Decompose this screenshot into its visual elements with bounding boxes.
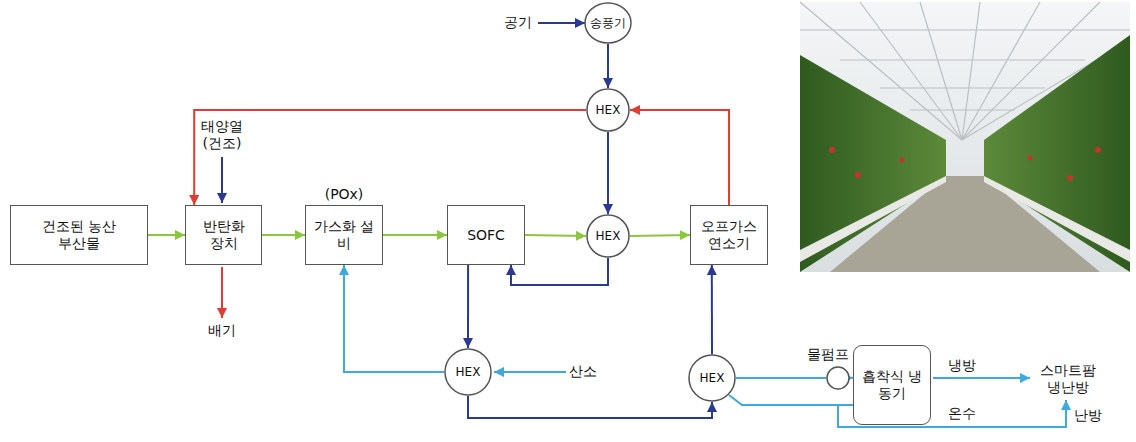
- process-circle: HEX: [688, 354, 736, 402]
- process-circle: HEX: [444, 348, 492, 396]
- photo-ground: [800, 2, 1130, 272]
- process-box: 오프가스 연소기: [690, 205, 768, 265]
- node-label: SOFC: [467, 227, 505, 244]
- node-label: HEX: [456, 365, 481, 379]
- process-box: SOFC: [447, 205, 525, 265]
- flow-label: 온수: [948, 405, 976, 422]
- peppers: [829, 147, 1101, 181]
- circle-outline: [587, 215, 629, 257]
- flow-connector: [468, 396, 712, 418]
- flow-label: 산소: [569, 363, 597, 380]
- circle-outline: [689, 355, 735, 401]
- flow-connector: [711, 265, 713, 354]
- node-label: 건조된 농산부산물: [39, 218, 119, 252]
- exhaust-arrow: [221, 267, 223, 318]
- process-circle: 물펌프: [826, 366, 850, 390]
- flow-label: 스마트팜 냉난방: [1034, 362, 1102, 396]
- input-arrow: [538, 22, 585, 24]
- flow-label: 태양열 (건조): [197, 118, 247, 152]
- flow-connector: [607, 44, 609, 88]
- flow-connector: [148, 234, 185, 236]
- node-label: 송풍기: [590, 16, 626, 30]
- node-heading: 물펌프: [807, 346, 849, 363]
- circle-outline: [585, 3, 631, 43]
- flow-connector: [194, 110, 586, 205]
- flow-connector: [383, 234, 447, 236]
- process-circle: HEX: [586, 214, 630, 258]
- flow-connector: [525, 235, 586, 236]
- flow-label: 배기: [208, 322, 236, 339]
- node-label: HEX: [596, 229, 621, 243]
- circle-outline: [587, 89, 629, 131]
- node-heading: (POx): [325, 186, 364, 203]
- input-arrow: [221, 157, 223, 203]
- process-box: 건조된 농산부산물: [10, 205, 148, 265]
- photo-frame: [800, 2, 1130, 272]
- flow-label: 냉방: [948, 357, 976, 374]
- node-label: 반탄화 장치: [194, 218, 254, 252]
- node-label: 오프가스 연소기: [697, 218, 761, 252]
- flow-connector: [729, 395, 853, 405]
- flow-connector: [630, 110, 729, 205]
- process-box: 흡착식 냉동기: [853, 345, 931, 425]
- process-circle: HEX: [586, 88, 630, 132]
- output-arrow: [933, 377, 1030, 379]
- circle-outline: [827, 367, 849, 389]
- process-circle: 송풍기: [584, 2, 632, 44]
- node-label: HEX: [700, 371, 725, 385]
- flow-connector: [630, 235, 690, 236]
- flow-connector: [467, 265, 469, 348]
- circle-outline: [826, 366, 850, 390]
- flow-connector: [344, 265, 444, 372]
- flow-connector: [736, 377, 826, 379]
- flow-label: 난방: [1074, 407, 1102, 424]
- plant-bases: [800, 176, 1130, 262]
- flow-label: 공기: [504, 14, 532, 31]
- circle-outline: [445, 349, 491, 395]
- node-label: 흡착식 냉동기: [860, 368, 924, 402]
- process-box: 반탄화 장치: [185, 205, 262, 265]
- node-label: HEX: [596, 103, 621, 117]
- floor-path: [830, 176, 1100, 272]
- flow-connector: [607, 132, 609, 214]
- input-arrow: [494, 371, 566, 373]
- process-box: (POx)가스화 설비: [305, 205, 383, 265]
- flow-connector: [262, 234, 305, 236]
- node-label: 가스화 설비: [312, 218, 376, 252]
- flow-connector: [511, 258, 608, 285]
